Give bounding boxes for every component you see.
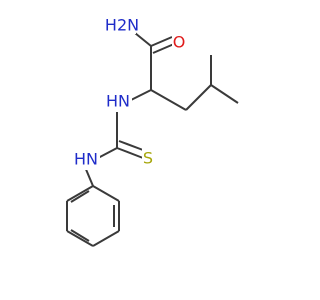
carbonyl-oxygen-label: O bbox=[173, 33, 186, 52]
bond-carbonyl-double-1 bbox=[150, 36, 173, 47]
atom-labels: H2N O HN S HN bbox=[72, 12, 186, 170]
ring-bond-3 bbox=[92, 230, 120, 247]
bond-alpha-ch2 bbox=[150, 89, 187, 111]
bond-layer bbox=[84, 32, 239, 187]
bond-ch2-ch bbox=[185, 84, 212, 111]
ring-bond-4 bbox=[66, 230, 94, 247]
ring-inner-bond-2 bbox=[70, 229, 90, 242]
molecule-structure: H2N O HN S HN bbox=[66, 12, 239, 247]
bond-thione-double-1 bbox=[116, 147, 144, 159]
bond-ch-methyl-right bbox=[210, 84, 239, 104]
bond-amide-n-carbonyl-c bbox=[134, 32, 152, 47]
thiourea-nh-label: HN bbox=[74, 150, 98, 169]
ring-inner-bond-3 bbox=[70, 190, 90, 203]
alpha-nh-label: HN bbox=[106, 92, 130, 111]
bond-thiourea-c-nh bbox=[97, 147, 118, 159]
ring-bond-1 bbox=[92, 185, 120, 202]
amide-nh2-label: H2N bbox=[105, 16, 139, 35]
bond-nh-phenyl bbox=[84, 166, 94, 187]
ring-bond-6 bbox=[66, 185, 94, 202]
phenyl-ring bbox=[66, 185, 120, 247]
thione-sulfur-label: S bbox=[143, 149, 153, 168]
bond-alpha-nh bbox=[130, 89, 152, 101]
bond-thione-double-2 bbox=[118, 140, 144, 151]
bond-carbonyl-double-2 bbox=[152, 43, 175, 54]
